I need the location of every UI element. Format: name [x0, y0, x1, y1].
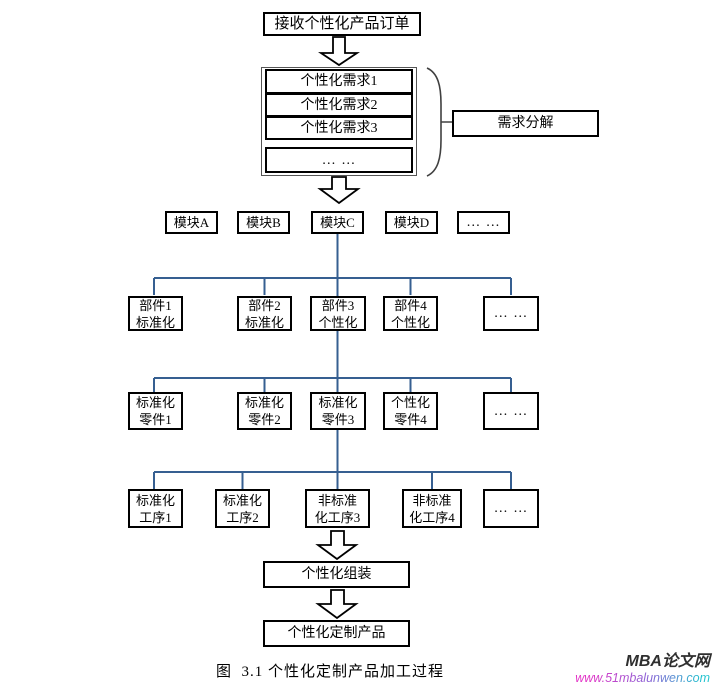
- box-demand-decompose: 需求分解: [452, 110, 599, 137]
- box-process-2: 标准化 工序2: [215, 489, 270, 528]
- brace: [426, 67, 452, 177]
- box-process-3: 非标准 化工序3: [305, 489, 370, 528]
- box-module-more: … …: [457, 211, 510, 234]
- box-part-3: 标准化 零件3: [310, 392, 366, 430]
- box-component-more: … …: [483, 296, 539, 331]
- box-module-b: 模块B: [237, 211, 290, 234]
- box-component-1: 部件1 标准化: [128, 296, 183, 331]
- box-requirement-2: 个性化需求2: [265, 93, 413, 117]
- down-arrow-icon: [317, 176, 361, 205]
- box-requirement-3: 个性化需求3: [265, 116, 413, 140]
- box-process-more: … …: [483, 489, 539, 528]
- box-requirement-1: 个性化需求1: [265, 69, 413, 94]
- box-part-more: … …: [483, 392, 539, 430]
- watermark-site-name: MBA论文网: [625, 653, 710, 670]
- box-module-c: 模块C: [311, 211, 364, 234]
- watermark: MBA论文网 www.51mbalunwen.com: [575, 652, 710, 686]
- box-part-1: 标准化 零件1: [128, 392, 183, 430]
- down-arrow-icon: [318, 36, 360, 67]
- box-process-4: 非标准 化工序4: [402, 489, 462, 528]
- box-component-4: 部件4 个性化: [383, 296, 438, 331]
- box-assembly: 个性化组装: [263, 561, 410, 588]
- box-process-1: 标准化 工序1: [128, 489, 183, 528]
- box-receive-order: 接收个性化产品订单: [263, 12, 421, 36]
- box-component-3: 部件3 个性化: [310, 296, 366, 331]
- tree-connector-lines: [153, 234, 512, 489]
- down-arrow-icon: [315, 530, 359, 561]
- down-arrow-icon: [315, 589, 359, 620]
- box-part-2: 标准化 零件2: [237, 392, 292, 430]
- box-product: 个性化定制产品: [263, 620, 410, 647]
- box-module-a: 模块A: [165, 211, 218, 234]
- box-component-2: 部件2 标准化: [237, 296, 292, 331]
- box-part-4: 个性化 零件4: [383, 392, 438, 430]
- box-requirement-more: … …: [265, 147, 413, 173]
- figure-caption: 图 3.1 个性化定制产品加工过程: [215, 664, 444, 680]
- watermark-url: www.51mbalunwen.com: [575, 671, 710, 685]
- box-module-d: 模块D: [385, 211, 438, 234]
